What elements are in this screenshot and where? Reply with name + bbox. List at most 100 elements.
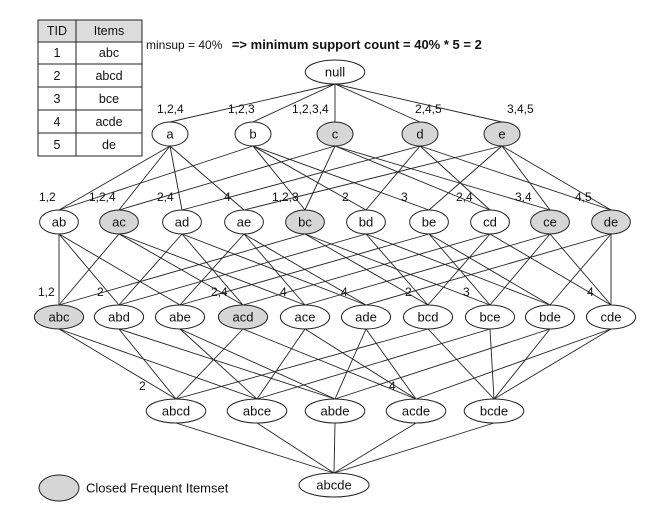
itemset-ellipse [162,209,202,235]
itemset-ellipse [151,121,189,147]
table-cell-items: abc [99,46,119,60]
tid-list-label: 2,4 [456,190,473,204]
tid-list-label: 2,4 [157,190,174,204]
lattice-edge [58,145,171,211]
tid-list-label: 2,4,5 [415,102,442,116]
lattice-edge [501,145,551,211]
itemset-ellipse [530,209,570,235]
minsup-prefix: minsup = 40% [146,38,223,52]
itemset-ellipse [402,304,454,330]
lattice-edge [252,145,367,211]
legend: Closed Frequent Itemset [38,474,229,502]
tid-list-label: 2,4 [211,285,228,299]
itemset-node-ac: ac1,2,4 [89,190,139,235]
itemset-node-null: null [304,59,366,85]
tid-list-label: 1,2,4 [89,190,116,204]
itemset-node-b: b 1,2,3 [228,102,272,147]
lattice-edge [334,145,491,211]
itemset-node-e: e3,4,5 [483,102,534,147]
lattice-edge [175,328,429,400]
itemset-node-de: de4,5 [575,190,631,235]
itemset-label: abde [321,404,350,419]
itemset-label: bc [298,215,312,230]
itemset-label: abc [49,310,70,325]
itemset-label: abd [108,310,130,325]
tid-list-label: 3 [401,190,408,204]
itemset-ellipse [463,398,525,424]
itemset-node-abc: abc 1,2 [33,285,85,330]
lattice-nodes: nulla1,2,4b1,2,3c1,2,3,4d2,4,5e3,4,5ab1,… [33,59,637,498]
tid-list-label: 1,2 [38,285,55,299]
table-cell-tid: 1 [54,46,61,60]
itemset-ellipse [154,304,206,330]
itemset-ellipse [524,304,576,330]
itemset-node-ab: ab1,2 [39,190,79,235]
lattice-edge [58,328,258,400]
itemset-label: acde [402,404,430,419]
lattice-edge [333,422,495,474]
table-cell-items: abcd [95,69,122,83]
lattice-edge [169,145,183,211]
lattice-edge [256,328,491,400]
lattice-edge [243,145,503,211]
itemset-label: null [325,65,345,80]
lattice-edge [304,233,551,306]
lattice-edge [118,145,336,211]
lattice-edge [175,328,244,400]
tid-list-label: 1,2,4 [157,102,184,116]
lattice-edge [334,83,421,123]
table-cell-items: acde [95,115,122,129]
lattice-edge [501,145,612,211]
tid-list-label: 4,5 [575,190,592,204]
itemset-label: be [422,215,436,230]
lattice-edge [179,233,245,306]
itemset-label: c [332,127,339,142]
itemset-ellipse [224,209,264,235]
lattice-edge [333,422,336,474]
itemset-ellipse [585,304,637,330]
itemset-label: abcde [316,478,351,493]
legend-closed-swatch [38,474,80,502]
lattice-edge [365,145,421,211]
itemset-node-bc: bc1,2,3 [272,190,325,235]
table-header-items: Items [94,24,125,38]
itemset-label: abe [169,310,191,325]
lattice-edge [334,328,551,400]
lattice-edge [365,233,612,306]
lattice-edge [58,233,181,306]
tid-list-label: 3 [463,285,470,299]
lattice-edge [179,328,258,400]
lattice-edge [169,83,336,123]
itemset-ellipse [217,304,269,330]
tid-list-label: 4 [587,285,594,299]
itemset-node-abe: abe [154,304,206,330]
itemset-ellipse [346,209,386,235]
lattice-edge [334,83,503,123]
lattice-edges [58,83,612,474]
lattice-edge [256,328,306,400]
itemset-label: bcd [418,310,439,325]
tid-list-label: 2 [139,379,146,393]
table-cell-items: de [102,138,116,152]
lattice-edge [304,145,336,211]
itemset-label: a [166,127,174,142]
transaction-table: TID Items 1 abc 2 abcd 3 bce 4 acde 5 de [37,19,143,157]
lattice-edge [243,233,306,306]
itemset-ellipse [470,209,510,235]
tid-list-label: 1,2,3 [228,102,255,116]
lattice-edge [419,145,491,211]
itemset-label: b [249,127,256,142]
lattice-edge [58,328,177,400]
tid-list-label: 4 [341,285,348,299]
lattice-edge [415,328,612,400]
lattice-edge [549,233,612,306]
itemset-ellipse [298,472,370,498]
table-header-tid: TID [47,24,67,38]
